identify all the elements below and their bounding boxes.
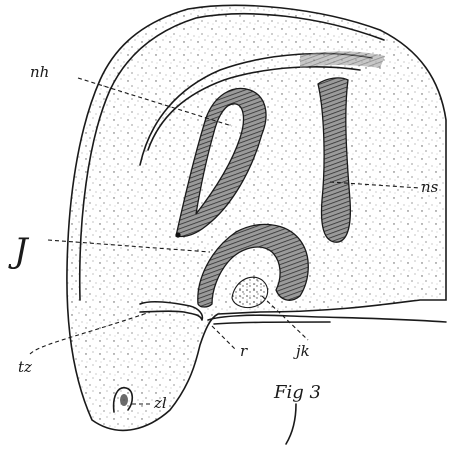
caption-flourish <box>286 404 296 444</box>
label-r: r <box>240 342 248 360</box>
tissue-body <box>67 5 446 430</box>
tz-fold-lower-2 <box>214 322 330 324</box>
figure-caption: Fig 3 <box>273 382 321 403</box>
zl-loop-core <box>120 394 128 406</box>
nh-tip-dot <box>175 232 180 237</box>
label-jk: jk <box>293 342 310 360</box>
label-nh: nh <box>30 63 49 81</box>
leader-r <box>212 326 236 350</box>
tz-fold-lower <box>208 315 446 322</box>
label-j: J <box>8 231 30 271</box>
label-ns: ns <box>421 178 439 196</box>
label-tz: tz <box>18 358 32 376</box>
label-zl: zl <box>153 394 167 412</box>
